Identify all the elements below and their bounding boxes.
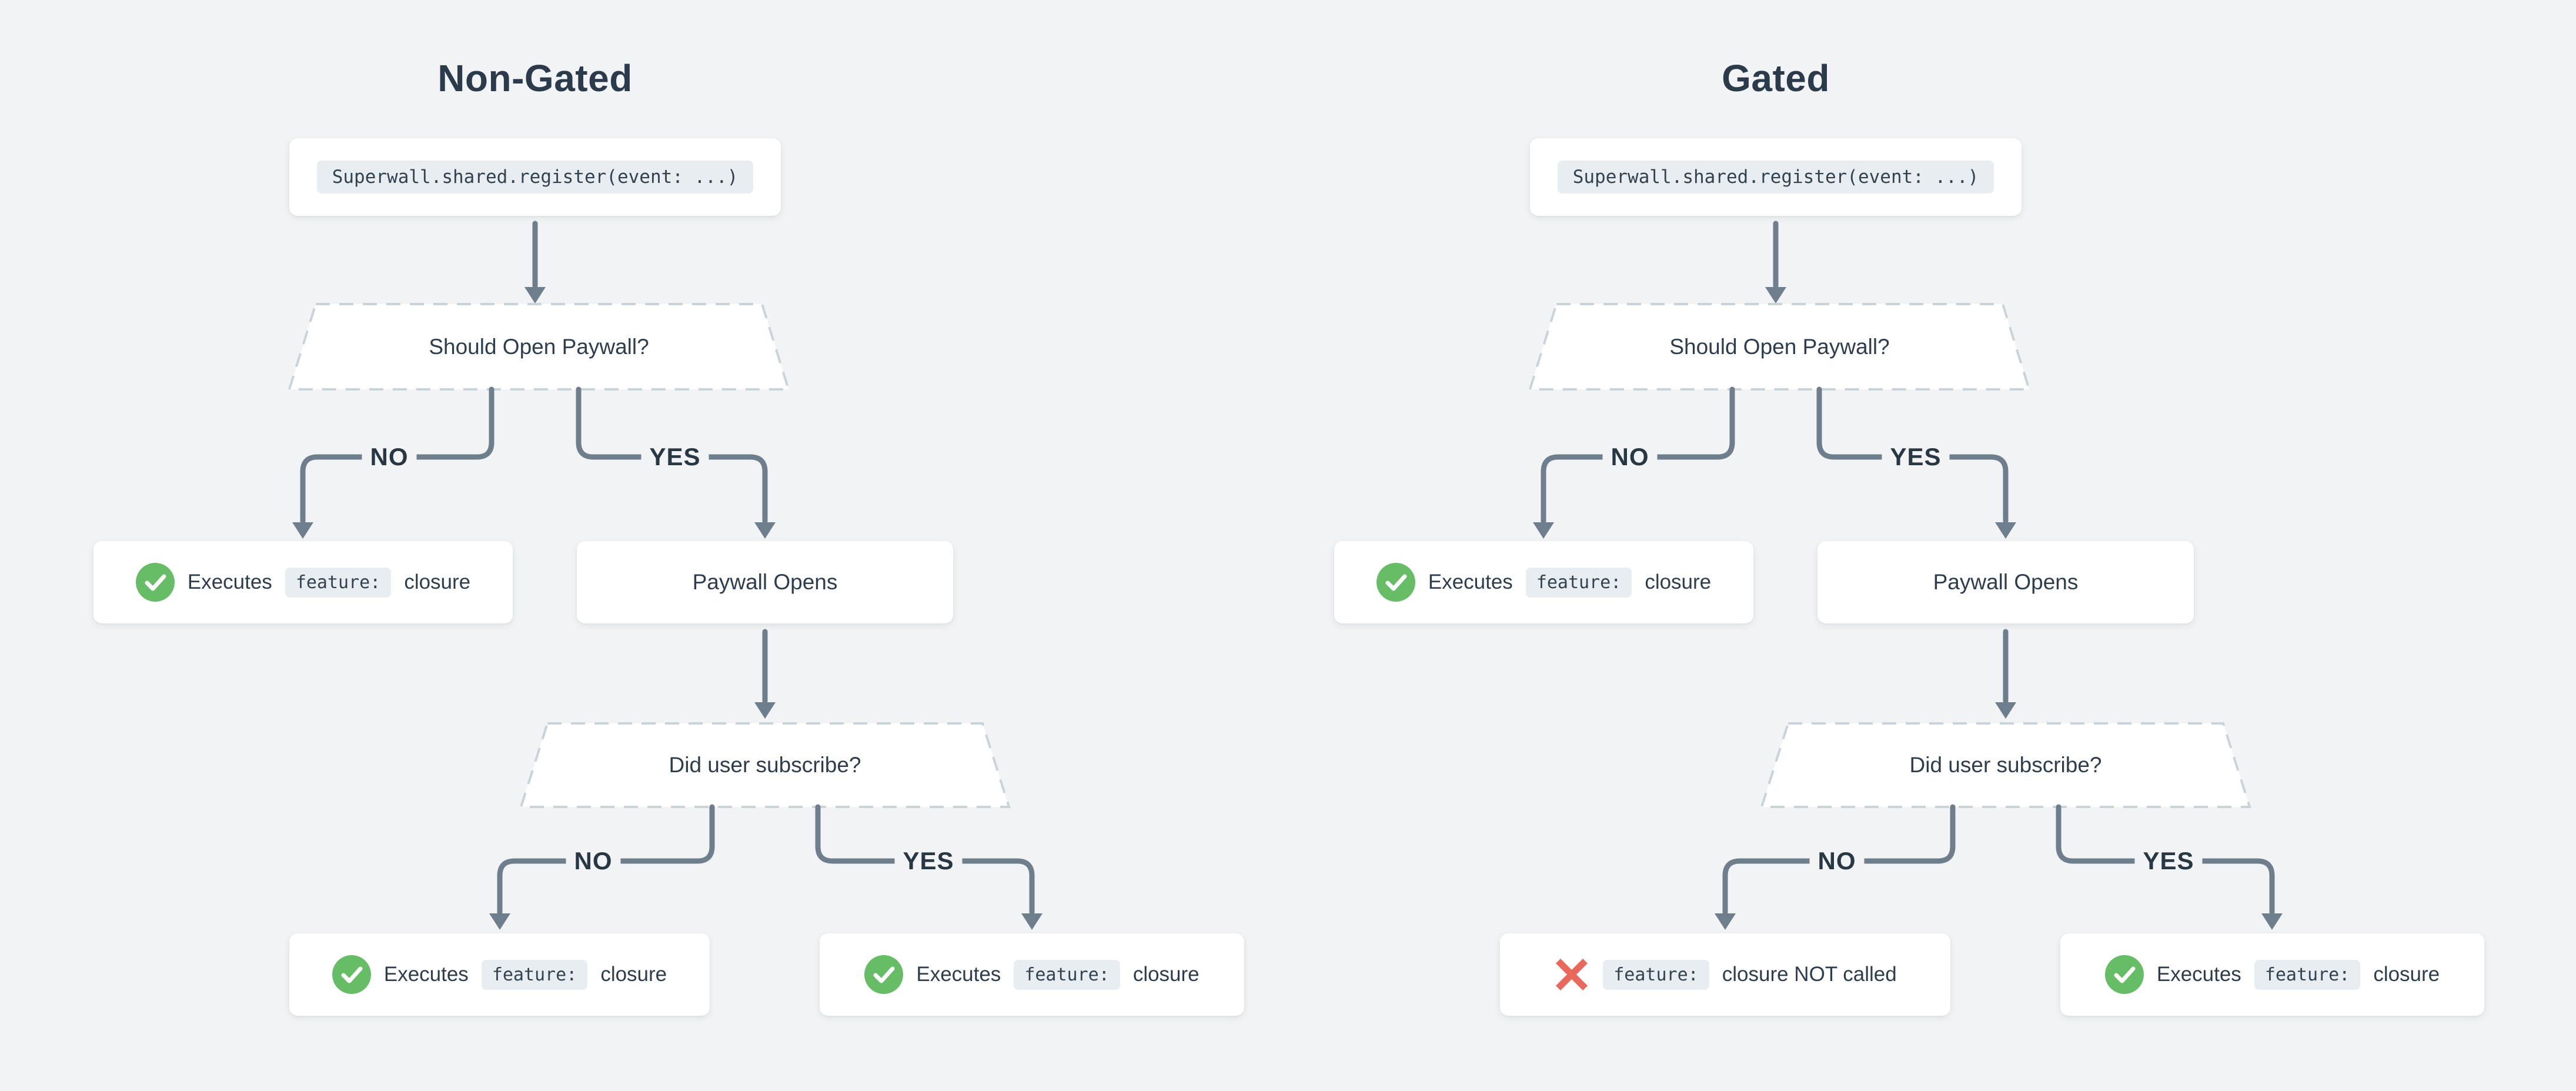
arrowhead-icon: [1715, 913, 1736, 930]
result-node-executes-feature: Executes feature: closure: [289, 933, 710, 1016]
decision-did-user-subscribe: Did user subscribe?: [669, 753, 861, 777]
arrowhead-icon: [292, 522, 313, 539]
check-icon: [332, 955, 371, 994]
page-title: Non-Gated: [437, 57, 633, 99]
arrowhead-icon: [524, 287, 546, 303]
result-prefix: Executes: [2156, 963, 2241, 986]
feature-code-chip: feature:: [1525, 567, 1632, 598]
feature-code-chip: feature:: [2254, 959, 2361, 990]
result-prefix: Executes: [383, 963, 469, 986]
feature-code-chip: feature:: [1014, 959, 1120, 990]
result-suffix: closure: [1132, 963, 1200, 986]
branch-label-yes: YES: [2134, 846, 2203, 876]
arrowhead-icon: [754, 522, 776, 539]
branch-label-yes: YES: [1882, 442, 1950, 472]
code-node: Superwall.shared.register(event: ...): [289, 138, 781, 216]
branch-label-no: NO: [566, 846, 621, 876]
x-icon: [1553, 956, 1590, 993]
decision-should-open-paywall: Should Open Paywall?: [1669, 334, 1890, 359]
arrowhead-icon: [1021, 913, 1043, 930]
result-suffix: closure: [2373, 963, 2440, 986]
result-node-executes-feature: Executes feature: closure: [2060, 933, 2484, 1016]
arrowhead-icon: [489, 913, 510, 930]
register-code-snippet: Superwall.shared.register(event: ...): [316, 161, 754, 193]
arrowhead-icon: [754, 702, 776, 719]
page-title: Gated: [1722, 57, 1830, 99]
arrowhead-icon: [1765, 287, 1786, 303]
branch-label-no: NO: [362, 442, 417, 472]
decision-did-user-subscribe: Did user subscribe?: [1909, 753, 2102, 777]
result-suffix: closure NOT called: [1722, 963, 1897, 986]
check-icon: [1376, 563, 1415, 602]
check-icon: [2104, 955, 2144, 994]
paywall-opens-node: Paywall Opens: [577, 541, 953, 623]
result-suffix: closure: [404, 570, 471, 593]
paywall-opens-node: Paywall Opens: [1817, 541, 2194, 623]
result-node-feature-not-called: feature: closure NOT called: [1500, 933, 1950, 1016]
decision-trapezoid: [519, 722, 1011, 808]
result-node-executes-feature: Executes feature: closure: [93, 541, 513, 623]
result-prefix: Executes: [187, 570, 272, 593]
decision-trapezoid: [1760, 722, 2251, 808]
branch-label-yes: YES: [641, 442, 709, 472]
decision-should-open-paywall: Should Open Paywall?: [429, 334, 649, 359]
arrowhead-icon: [2261, 913, 2283, 930]
branch-label-no: NO: [1602, 442, 1658, 472]
branch-label-yes: YES: [894, 846, 963, 876]
result-prefix: Executes: [1428, 570, 1513, 593]
check-icon: [864, 955, 904, 994]
arrowhead-icon: [1995, 702, 2016, 719]
arrowhead-icon: [1995, 522, 2016, 539]
branch-label-no: NO: [1809, 846, 1865, 876]
decision-trapezoid: [288, 303, 790, 391]
arrowhead-icon: [1533, 522, 1554, 539]
decision-trapezoid: [1528, 303, 2031, 391]
result-node-executes-feature: Executes feature: closure: [820, 933, 1244, 1016]
result-prefix: Executes: [916, 963, 1001, 986]
feature-code-chip: feature:: [1603, 959, 1709, 990]
result-suffix: closure: [1645, 570, 1712, 593]
code-node: Superwall.shared.register(event: ...): [1530, 138, 2022, 216]
result-suffix: closure: [600, 963, 667, 986]
register-code-snippet: Superwall.shared.register(event: ...): [1557, 161, 1994, 193]
feature-code-chip: feature:: [481, 959, 588, 990]
check-icon: [135, 563, 175, 602]
feature-code-chip: feature:: [285, 567, 392, 598]
result-node-executes-feature: Executes feature: closure: [1334, 541, 1753, 623]
